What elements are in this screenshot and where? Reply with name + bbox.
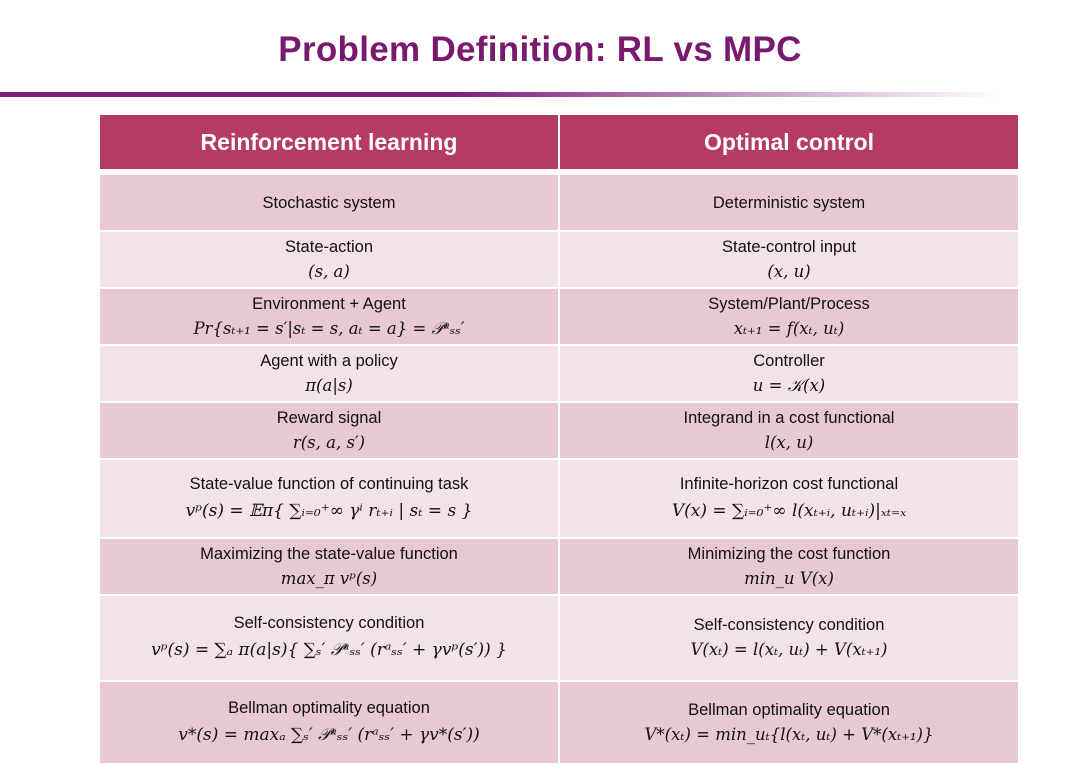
table-row: State-value function of continuing task …	[100, 458, 1018, 538]
table-row: Self-consistency condition vᵖ(s) = ∑ₐ π(…	[100, 594, 1018, 681]
oc-formula: V*(xₜ) = min_uₜ{l(xₜ, uₜ) + V*(xₜ₊₁)}	[644, 724, 934, 744]
rl-cell: State-value function of continuing task …	[100, 458, 560, 538]
oc-cell: Minimizing the cost function min_u V(x)	[559, 537, 1018, 595]
rl-cell: Bellman optimality equation v*(s) = maxₐ…	[100, 680, 560, 763]
rl-formula: v*(s) = maxₐ ∑ₛ′ 𝒫ᵃₛₛ′ (rᵃₛₛ′ + γv*(s′))	[178, 724, 480, 745]
oc-cell: Infinite-horizon cost functional V(x) = …	[559, 458, 1018, 538]
rl-formula: (s, a)	[308, 261, 350, 281]
oc-cell: Bellman optimality equation V*(xₜ) = min…	[559, 680, 1018, 763]
rl-label: Reward signal	[276, 408, 382, 427]
oc-formula: (x, u)	[767, 261, 811, 281]
oc-formula: l(x, u)	[764, 432, 814, 452]
oc-label: Controller	[753, 351, 825, 370]
oc-label: Integrand in a cost functional	[683, 408, 895, 427]
header-optimal-control: Optimal control	[559, 115, 1018, 170]
rl-label: State-value function of continuing task	[189, 474, 469, 493]
comparison-table: Reinforcement learning Optimal control S…	[100, 115, 1018, 763]
rl-cell: Self-consistency condition vᵖ(s) = ∑ₐ π(…	[100, 594, 560, 681]
rl-cell: Agent with a policy π(a|s)	[100, 344, 560, 402]
rl-cell: Environment + Agent Pr{sₜ₊₁ = s′|sₜ = s,…	[100, 287, 560, 345]
rl-formula: r(s, a, s′)	[292, 432, 366, 452]
oc-label: Deterministic system	[712, 193, 866, 212]
table-header-row: Reinforcement learning Optimal control	[100, 115, 1018, 170]
slide-title: Problem Definition: RL vs MPC	[278, 30, 802, 69]
oc-formula: V(x) = ∑ᵢ₌₀⁺∞ l(xₜ₊ᵢ, uₜ₊ᵢ)|ₓₜ₌ₓ	[671, 500, 907, 521]
rl-formula: max_π vᵖ(s)	[280, 568, 378, 588]
rl-label: Self-consistency condition	[233, 614, 425, 632]
table-row: Maximizing the state-value function max_…	[100, 537, 1018, 595]
oc-cell: System/Plant/Process xₜ₊₁ = f(xₜ, uₜ)	[559, 287, 1018, 345]
rl-formula: Pr{sₜ₊₁ = s′|sₜ = s, aₜ = a} = 𝒫ᵃₛₛ′	[193, 318, 465, 338]
title-underline	[0, 92, 1000, 97]
rl-cell: Reward signal r(s, a, s′)	[100, 401, 560, 459]
table-row: State-action (s, a) State-control input …	[100, 230, 1018, 288]
oc-formula: V(xₜ) = l(xₜ, uₜ) + V(xₜ₊₁)	[690, 640, 888, 659]
oc-formula: xₜ₊₁ = f(xₜ, uₜ)	[733, 318, 845, 338]
oc-label: Self-consistency condition	[693, 616, 885, 634]
rl-cell: Maximizing the state-value function max_…	[100, 537, 560, 595]
rl-label: Agent with a policy	[260, 351, 398, 370]
oc-formula: min_u V(x)	[744, 568, 834, 588]
oc-label: System/Plant/Process	[708, 294, 870, 313]
rl-label: Bellman optimality equation	[228, 698, 430, 717]
table-row: Environment + Agent Pr{sₜ₊₁ = s′|sₜ = s,…	[100, 287, 1018, 345]
table-row: Reward signal r(s, a, s′) Integrand in a…	[100, 401, 1018, 459]
rl-label: Maximizing the state-value function	[200, 544, 458, 563]
rl-formula: vᵖ(s) = ∑ₐ π(a|s){ ∑ₛ′ 𝒫ᵃₛₛ′ (rᵃₛₛ′ + γv…	[151, 640, 507, 660]
rl-formula: π(a|s)	[305, 375, 353, 395]
rl-label: Stochastic system	[262, 193, 396, 212]
oc-label: State-control input	[722, 237, 856, 256]
oc-cell: Controller u = 𝒦(x)	[559, 344, 1018, 402]
oc-label: Infinite-horizon cost functional	[679, 474, 899, 493]
oc-label: Minimizing the cost function	[687, 544, 891, 563]
oc-cell: Integrand in a cost functional l(x, u)	[559, 401, 1018, 459]
table-row: Stochastic system Deterministic system	[100, 173, 1018, 231]
rl-label: Environment + Agent	[252, 294, 406, 313]
rl-cell: Stochastic system	[100, 173, 560, 231]
table-row: Agent with a policy π(a|s) Controller u …	[100, 344, 1018, 402]
oc-label: Bellman optimality equation	[688, 700, 890, 719]
oc-formula: u = 𝒦(x)	[752, 375, 826, 395]
oc-cell: Deterministic system	[559, 173, 1018, 231]
header-reinforcement-learning: Reinforcement learning	[100, 115, 560, 170]
rl-formula: vᵖ(s) = 𝔼π{ ∑ᵢ₌₀⁺∞ γⁱ rₜ₊ᵢ | sₜ = s }	[185, 500, 473, 521]
rl-cell: State-action (s, a)	[100, 230, 560, 288]
oc-cell: Self-consistency condition V(xₜ) = l(xₜ,…	[559, 594, 1018, 681]
rl-label: State-action	[284, 237, 374, 256]
oc-cell: State-control input (x, u)	[559, 230, 1018, 288]
table-row: Bellman optimality equation v*(s) = maxₐ…	[100, 680, 1018, 763]
